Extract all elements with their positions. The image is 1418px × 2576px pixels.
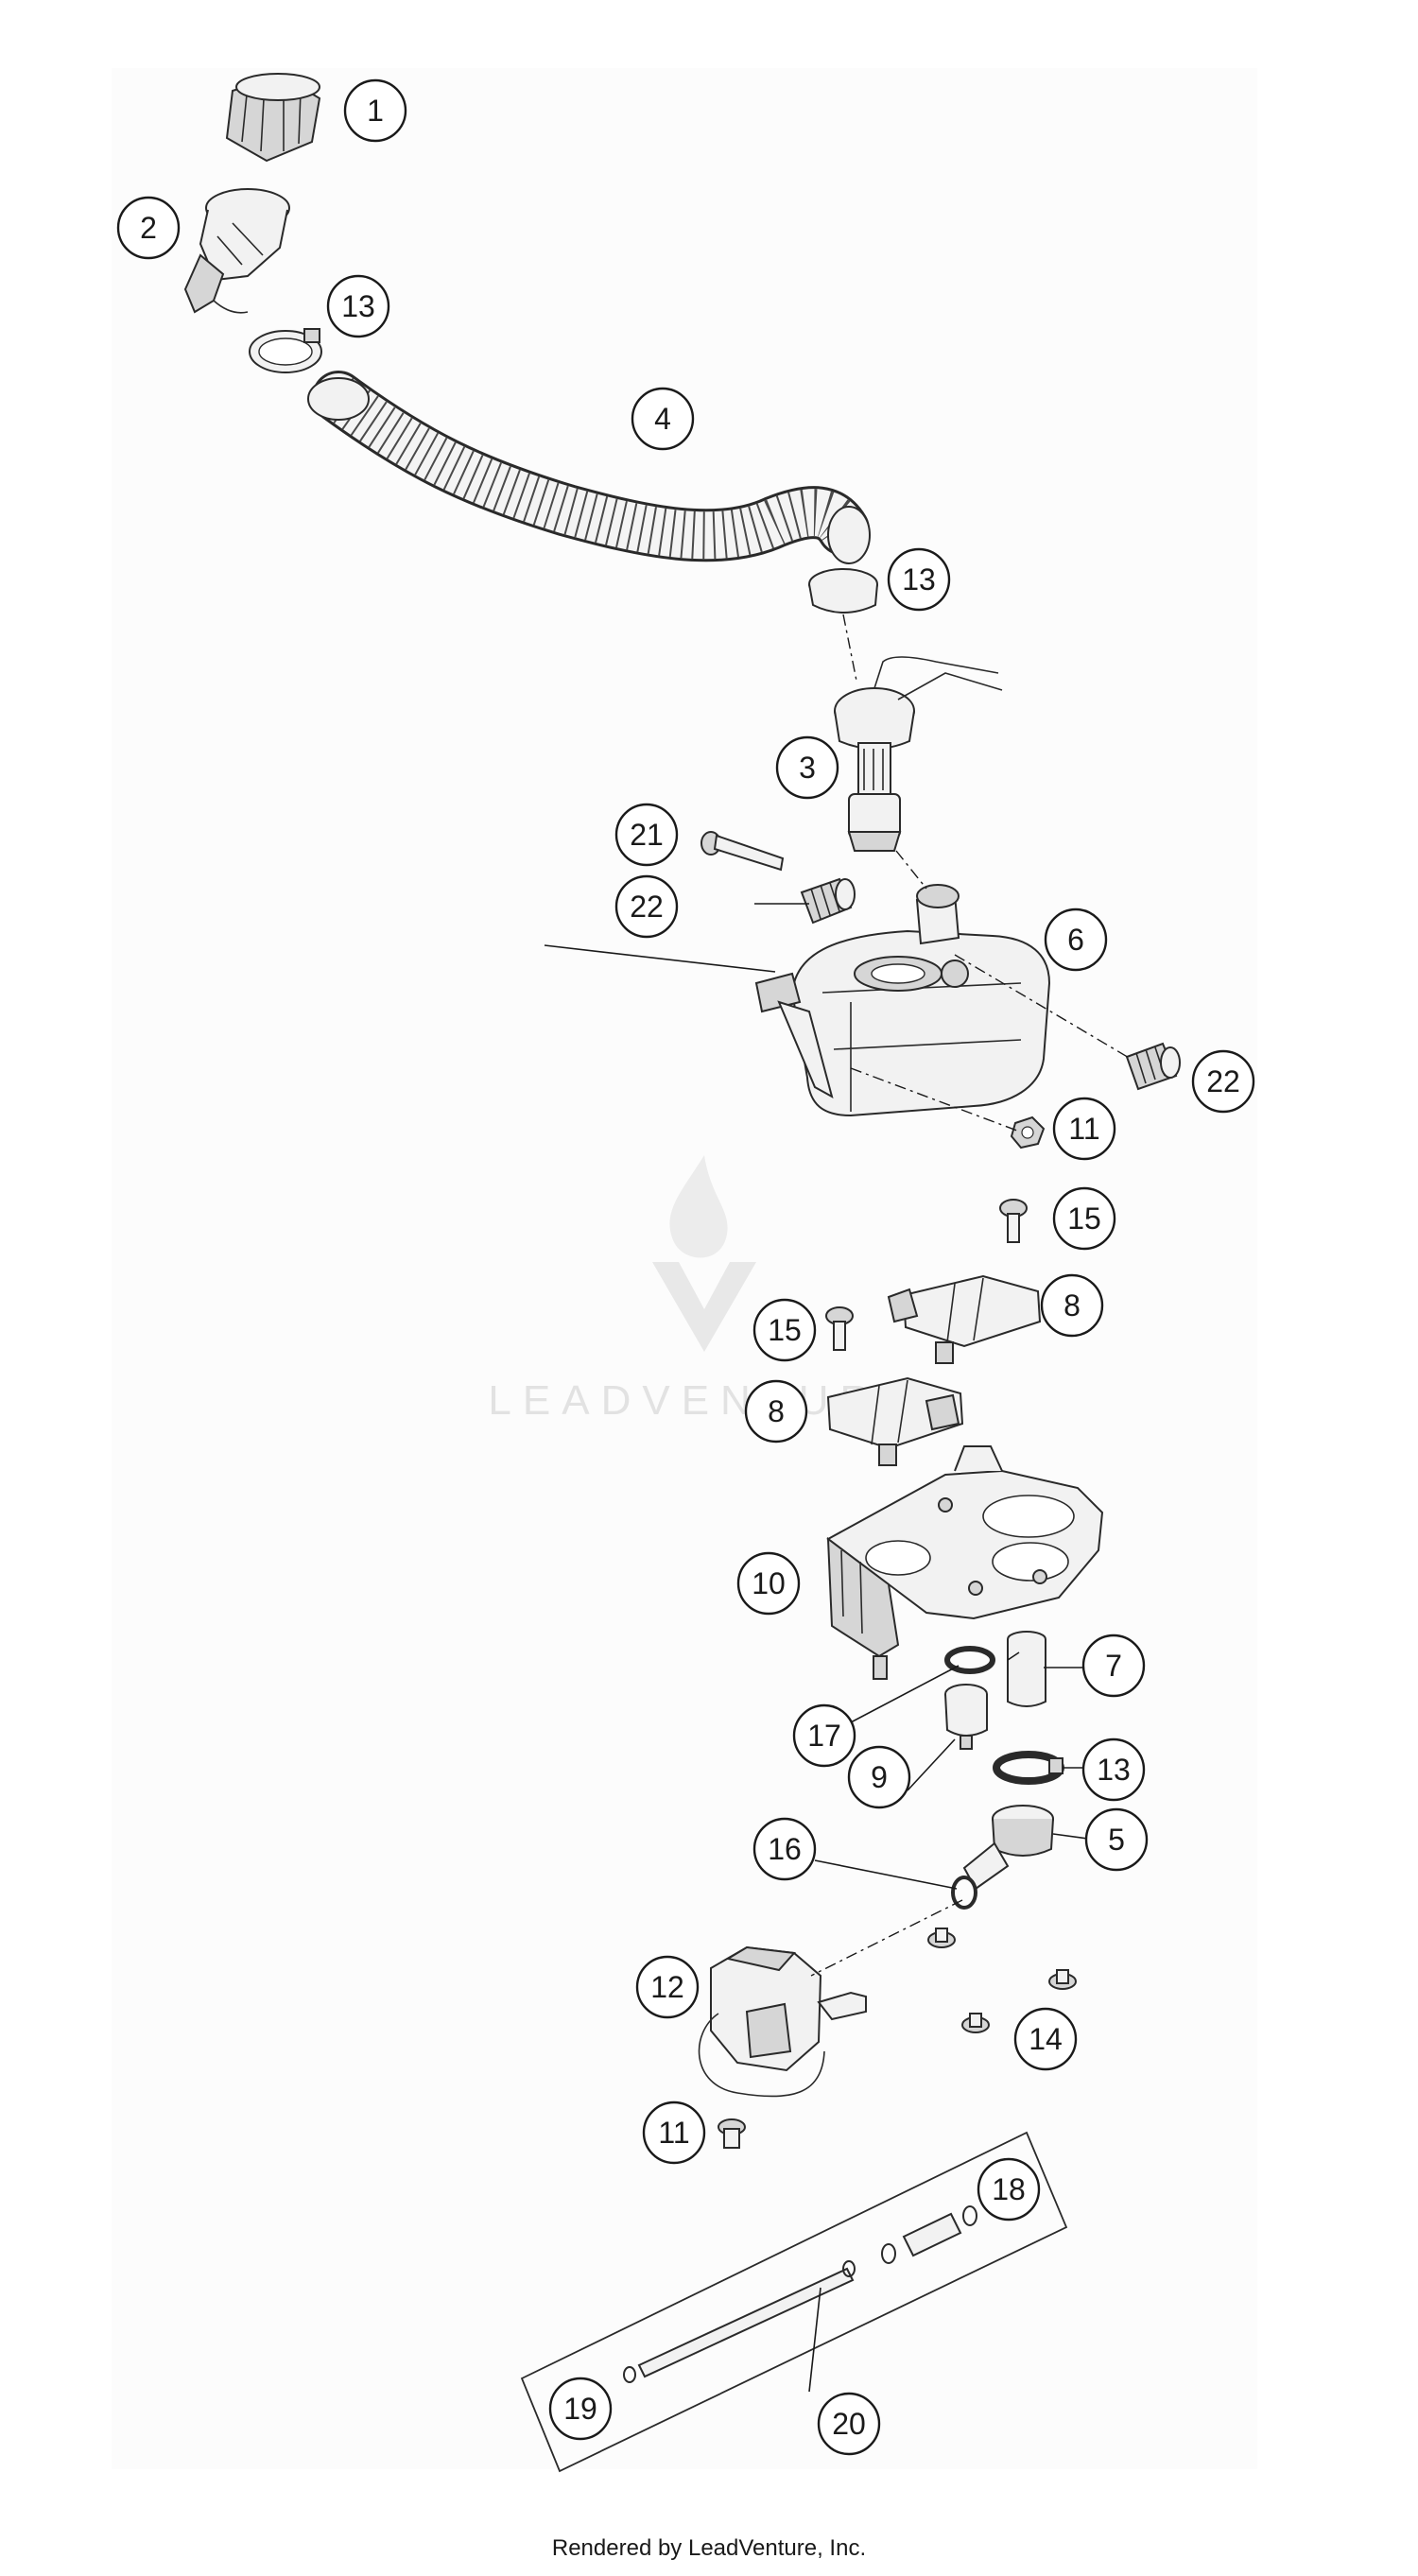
callout-label: 9 <box>871 1760 888 1794</box>
callout-label: 3 <box>799 751 816 785</box>
callout-18: 18 <box>977 2157 1041 2222</box>
part-9-pressure-regulator[interactable] <box>944 1684 988 1750</box>
part-16-small-clamp[interactable] <box>951 1876 977 1910</box>
watermark: LEADVENTURE <box>488 1155 909 1424</box>
part-5-hose-elbow[interactable] <box>962 1805 1054 1891</box>
part-11-nut-upper[interactable] <box>1010 1115 1046 1150</box>
part-20-hose-kit[interactable] <box>520 2131 1068 2473</box>
callout-12: 12 <box>635 1955 700 2019</box>
part-8-sensor-upper[interactable] <box>887 1274 1042 1364</box>
callout-15-a: 15 <box>1052 1186 1116 1251</box>
callout-label: 15 <box>768 1313 802 1347</box>
part-8-sensor-lower[interactable] <box>826 1376 964 1466</box>
callout-label: 7 <box>1105 1649 1122 1683</box>
part-14-screws[interactable] <box>927 1928 1077 2033</box>
callout-20: 20 <box>817 2392 881 2456</box>
part-15-screw-upper[interactable] <box>999 1199 1028 1243</box>
callout-label: 6 <box>1067 923 1084 957</box>
callout-label: 22 <box>1206 1064 1240 1098</box>
part-11-nut-lower[interactable] <box>718 2118 746 2149</box>
part-22-grommet-left[interactable] <box>800 877 856 925</box>
callout-15-b: 15 <box>752 1298 817 1362</box>
callout-label: 22 <box>630 890 664 924</box>
callout-label: 13 <box>902 562 936 596</box>
callout-8-a: 8 <box>1040 1273 1104 1338</box>
callout-label: 20 <box>832 2407 866 2441</box>
part-7-filter[interactable] <box>1007 1631 1046 1707</box>
callout-14: 14 <box>1013 2007 1078 2071</box>
callout-label: 1 <box>367 94 384 128</box>
callout-13-b: 13 <box>887 547 951 612</box>
callout-label: 17 <box>807 1719 841 1753</box>
callout-label: 8 <box>1064 1288 1081 1323</box>
callout-16: 16 <box>752 1817 817 1881</box>
callout-10: 10 <box>736 1551 801 1616</box>
part-10-carrier-plate[interactable] <box>826 1445 1104 1680</box>
callout-11-a: 11 <box>1052 1097 1116 1161</box>
callout-9: 9 <box>847 1745 911 1809</box>
part-13-clamp-lower[interactable] <box>993 1751 1064 1785</box>
footer-credit: Rendered by LeadVenture, Inc. <box>551 2535 867 2561</box>
part-6-tank[interactable] <box>754 884 1051 1117</box>
callout-13-c: 13 <box>1081 1738 1146 1802</box>
callout-4: 4 <box>631 387 695 451</box>
part-21-bolt[interactable] <box>700 831 785 872</box>
callout-19: 19 <box>548 2377 613 2441</box>
callout-21: 21 <box>614 803 679 867</box>
callout-label: 19 <box>563 2392 597 2426</box>
callout-label: 11 <box>658 2116 689 2150</box>
callout-label: 4 <box>654 402 671 436</box>
callout-label: 10 <box>752 1566 786 1600</box>
callout-5: 5 <box>1084 1807 1149 1872</box>
callout-label: 12 <box>650 1970 684 2004</box>
callout-22-a: 22 <box>614 874 679 939</box>
leader-lines <box>544 614 1132 2393</box>
callout-label: 14 <box>1029 2022 1063 2056</box>
callout-label: 2 <box>140 211 157 245</box>
diagram-area <box>112 68 1257 2469</box>
callout-label: 11 <box>1068 1112 1099 1146</box>
callout-label: 13 <box>341 289 375 323</box>
part-15-screw-lower[interactable] <box>825 1306 854 1351</box>
callout-11-b: 11 <box>642 2101 706 2165</box>
part-2-filler-neck[interactable] <box>183 188 290 314</box>
callout-label: 18 <box>992 2172 1026 2206</box>
callout-label: 21 <box>630 818 664 852</box>
callout-label: 13 <box>1097 1753 1131 1787</box>
callout-1: 1 <box>343 78 407 143</box>
part-17-o-ring[interactable] <box>944 1646 995 1674</box>
part-13-clamp-upper[interactable] <box>249 328 322 373</box>
part-12-fuel-pump[interactable] <box>698 1945 867 2098</box>
part-4-corrugated-hose[interactable] <box>307 371 871 564</box>
callout-label: 16 <box>768 1832 802 1866</box>
callout-17: 17 <box>792 1703 856 1768</box>
part-3-level-sensor[interactable] <box>834 656 1003 852</box>
callout-2: 2 <box>116 196 181 260</box>
callout-13-a: 13 <box>326 274 390 338</box>
part-22-grommet-right[interactable] <box>1125 1042 1181 1091</box>
part-1-cap[interactable] <box>225 73 321 163</box>
callout-6: 6 <box>1044 908 1108 972</box>
callout-7: 7 <box>1081 1634 1146 1698</box>
callout-label: 15 <box>1067 1202 1101 1236</box>
callout-3: 3 <box>775 735 839 800</box>
callout-label: 8 <box>768 1394 785 1428</box>
part-13-clamp-middle[interactable] <box>808 568 878 614</box>
callout-22-b: 22 <box>1191 1049 1255 1114</box>
callout-label: 5 <box>1108 1823 1125 1857</box>
callout-8-b: 8 <box>744 1379 808 1444</box>
